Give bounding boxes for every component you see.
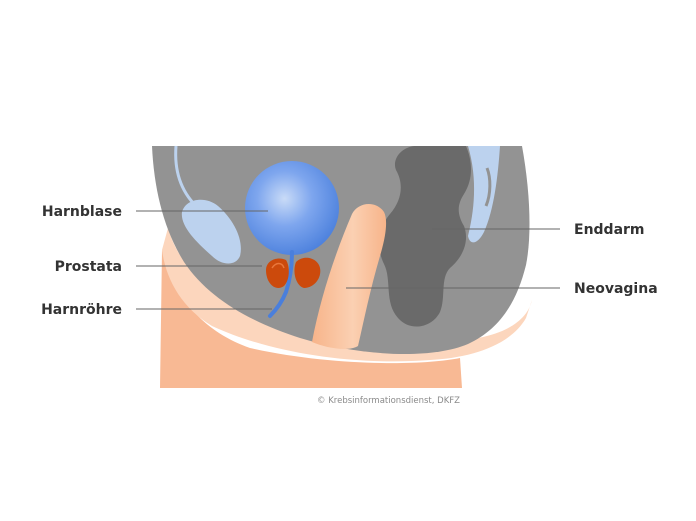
urethra <box>268 250 294 318</box>
skin-lower-body <box>160 250 462 388</box>
pubic-bone <box>181 199 241 264</box>
spine-segment <box>484 167 492 207</box>
bladder <box>245 161 339 255</box>
rectum <box>379 146 471 327</box>
skin-band <box>162 228 532 362</box>
label-harnroehre: Harnröhre <box>41 302 122 318</box>
pubic-line <box>174 145 198 208</box>
label-enddarm: Enddarm <box>574 222 645 238</box>
prostate-right <box>294 257 321 288</box>
label-harnblase: Harnblase <box>42 204 122 220</box>
sacrum <box>468 146 500 243</box>
copyright-credit: © Krebsinformationsdienst, DKFZ <box>317 396 460 406</box>
label-prostata: Prostata <box>55 259 122 275</box>
neovagina <box>312 203 387 349</box>
label-neovagina: Neovagina <box>574 281 658 297</box>
prostate-highlight <box>271 262 285 269</box>
